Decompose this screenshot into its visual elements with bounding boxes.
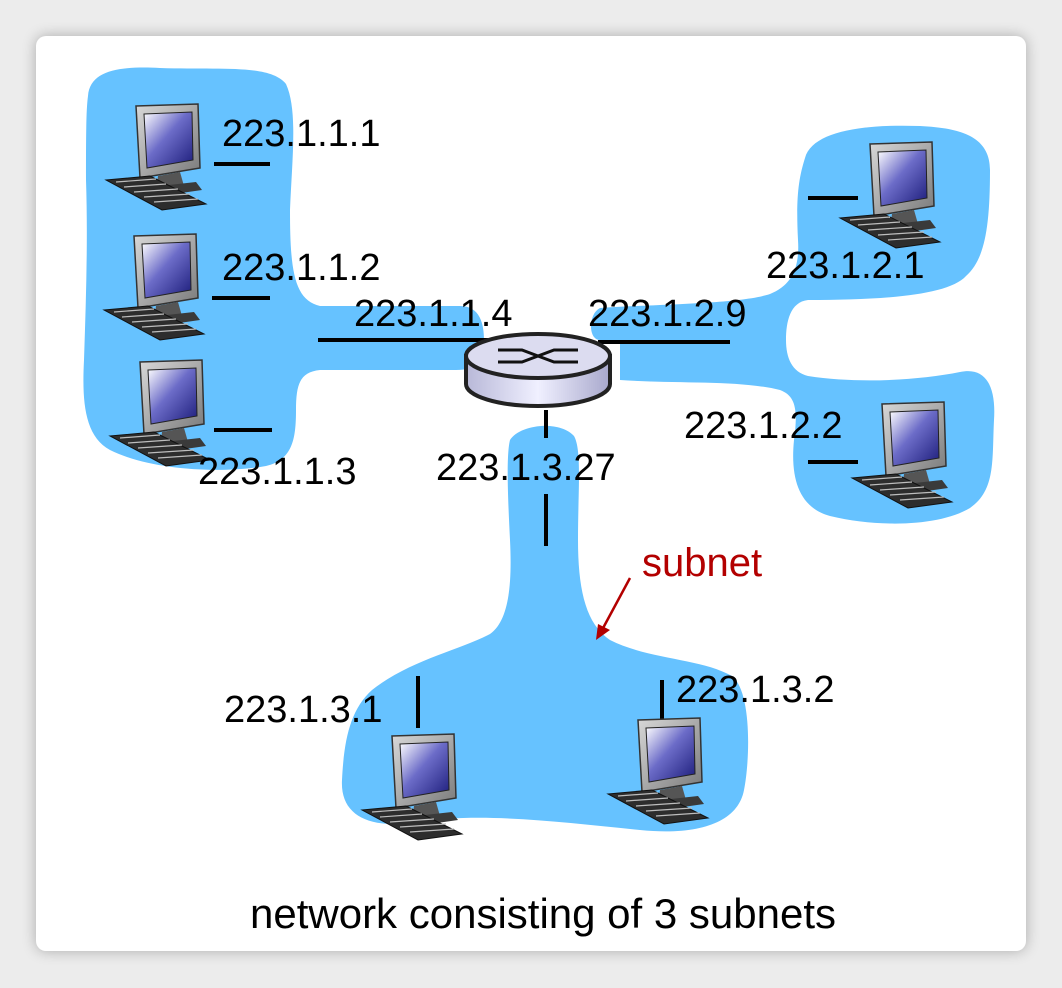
annotation-arrow <box>596 577 632 640</box>
host-address-label: 223.1.2.2 <box>684 405 842 447</box>
router-interface-label: 223.1.1.4 <box>354 293 512 335</box>
host-address-label: 223.1.3.1 <box>224 689 382 731</box>
host-address-label: 223.1.2.1 <box>766 245 924 287</box>
router-interface-label: 223.1.2.9 <box>588 293 746 335</box>
router-icon <box>464 332 612 408</box>
diagram-caption: network consisting of 3 subnets <box>250 890 836 937</box>
subnet-annotation-label: subnet <box>642 541 762 585</box>
host-address-label: 223.1.1.1 <box>222 113 380 155</box>
router-interface-label: 223.1.3.27 <box>436 447 616 489</box>
host-address-label: 223.1.1.2 <box>222 247 380 289</box>
host-address-label: 223.1.1.3 <box>198 451 356 493</box>
host-address-label: 223.1.3.2 <box>676 669 834 711</box>
